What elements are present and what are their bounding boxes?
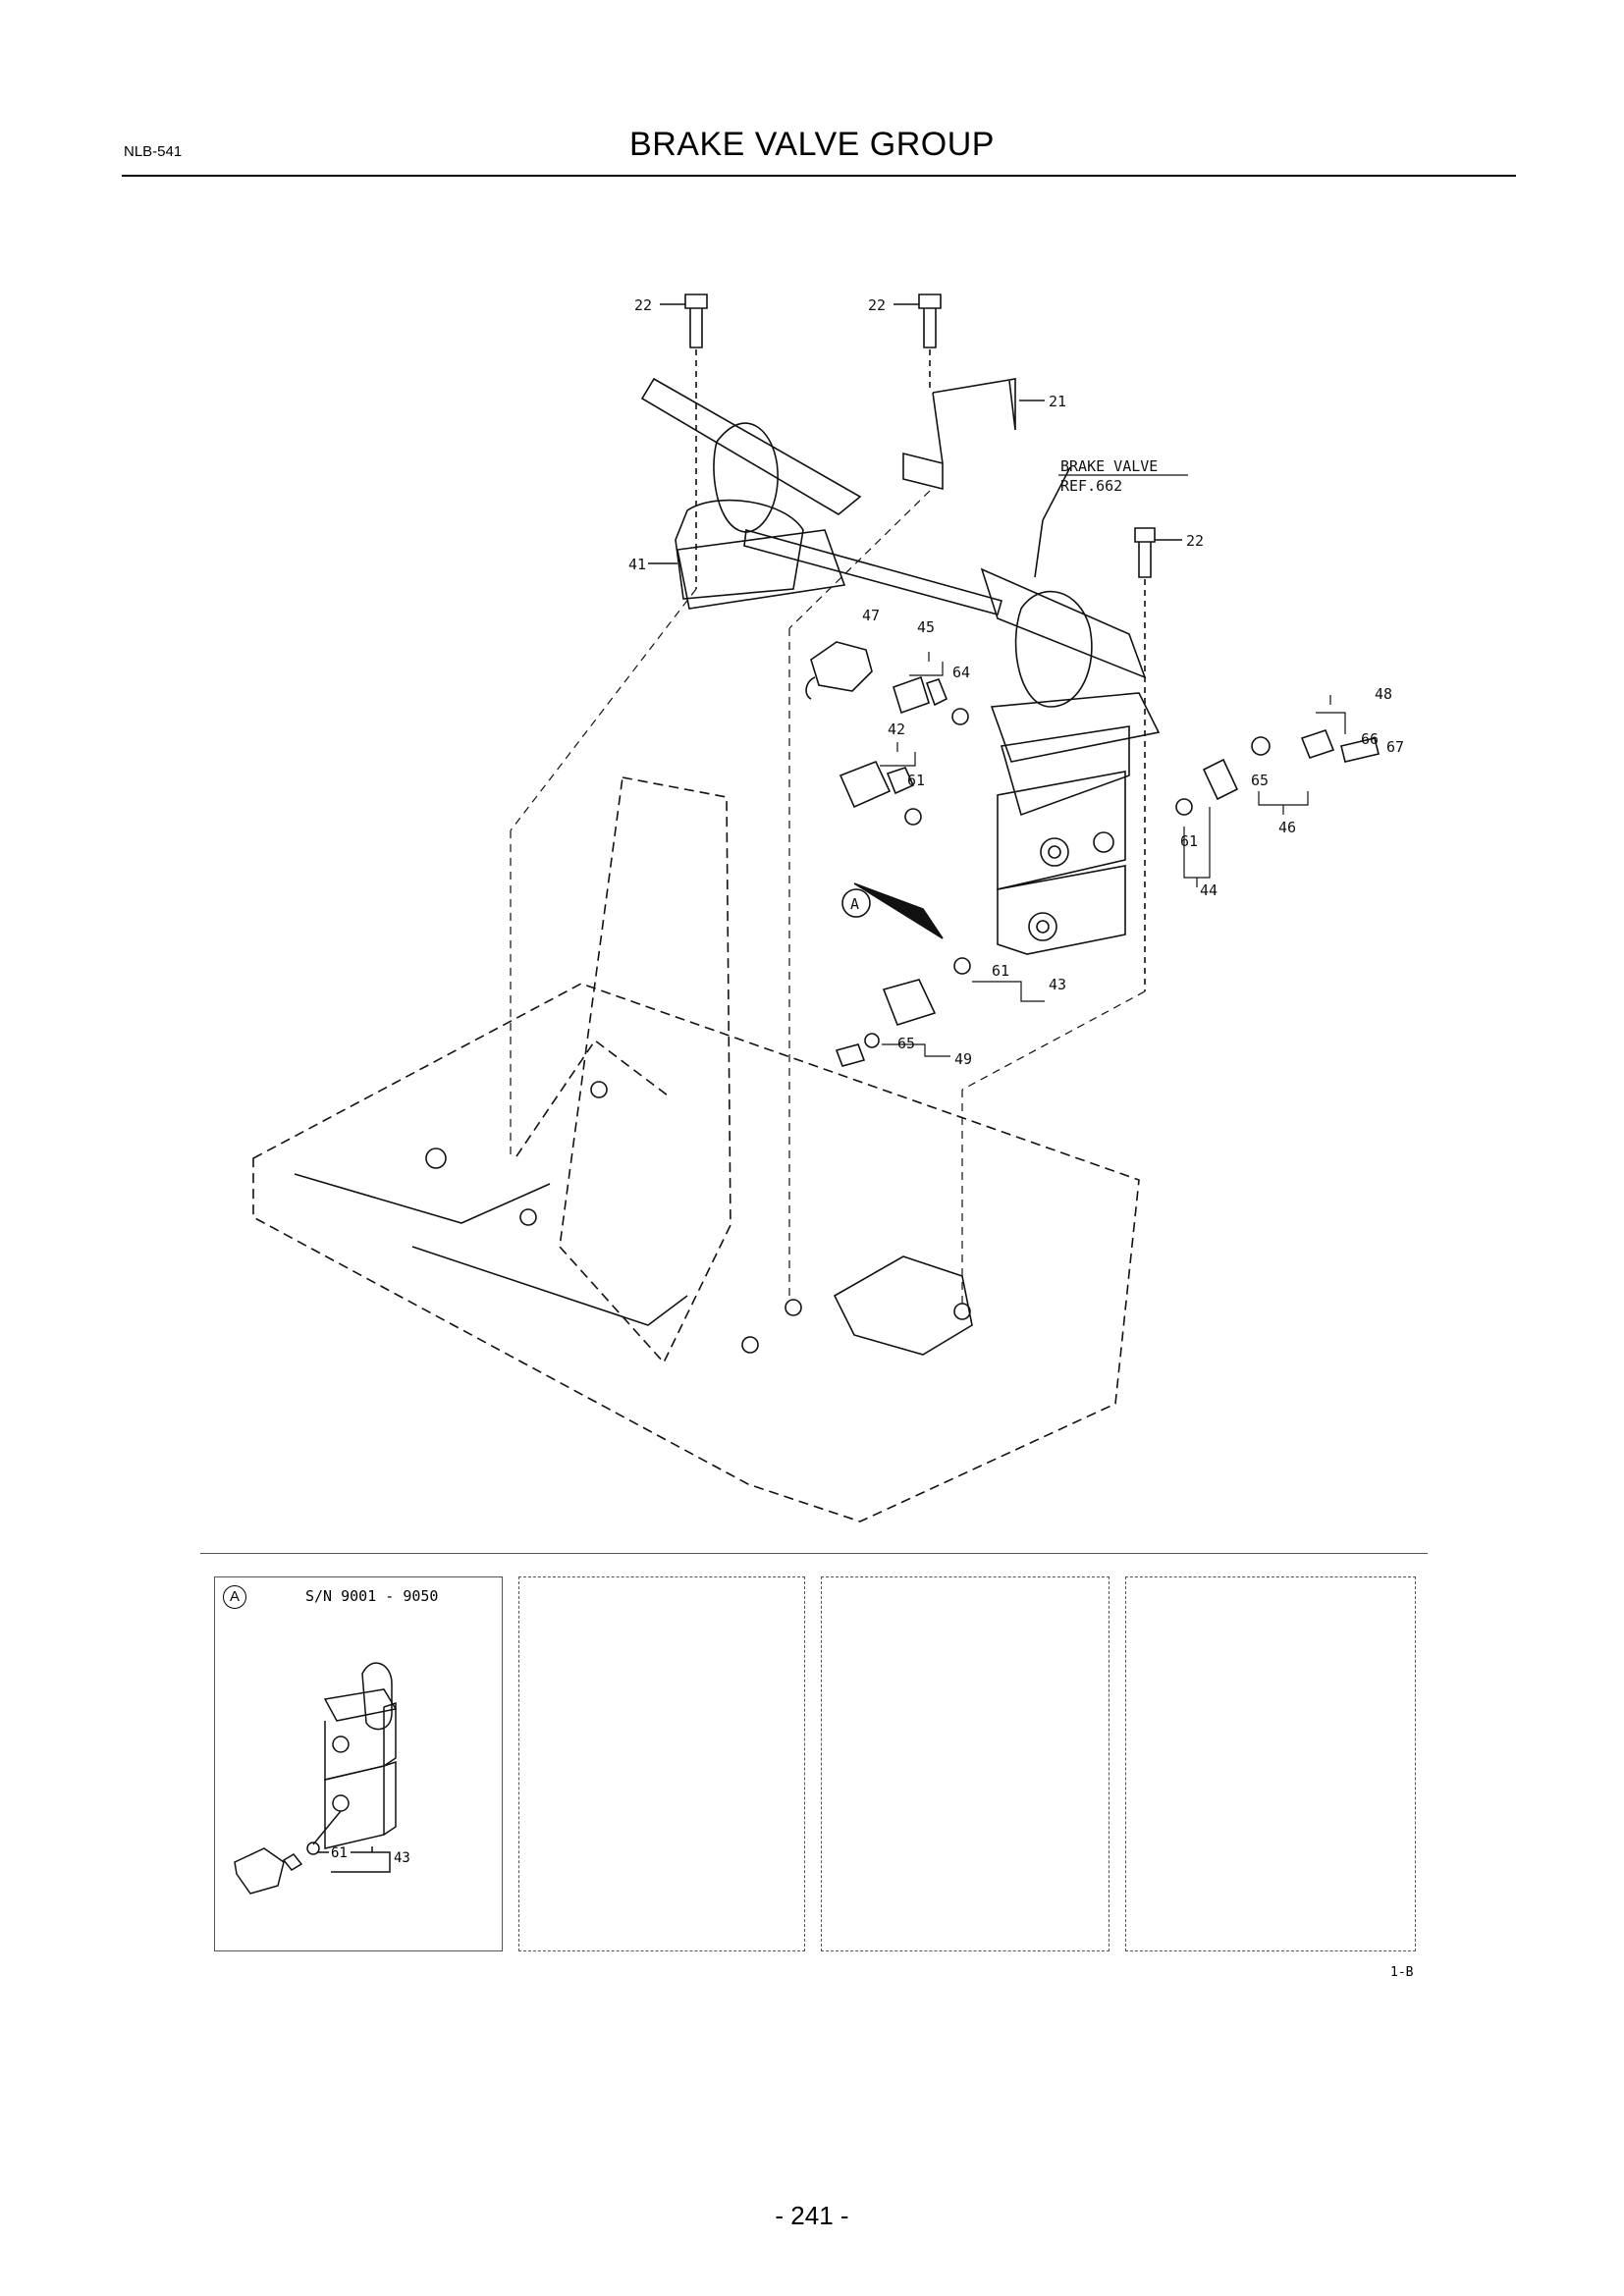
callout-42: 42 (888, 721, 905, 738)
elbow-43 (882, 979, 937, 1026)
bolt-22-left (660, 294, 708, 589)
callout-49: 49 (954, 1050, 972, 1068)
empty-inset-4 (1125, 1576, 1416, 1951)
inset-a-callout-61: 61 (331, 1845, 348, 1861)
callout-brake-valve: BRAKE VALVE (1060, 457, 1158, 475)
callout-22-mid: 22 (868, 296, 886, 314)
empty-inset-2 (518, 1576, 805, 1951)
callout-67: 67 (1386, 738, 1404, 756)
callout-46: 46 (1278, 819, 1296, 836)
plug-49 (835, 1043, 866, 1067)
callout-22-left: 22 (634, 296, 652, 314)
callout-22-right: 22 (1186, 532, 1204, 550)
o-ring-61-lower (953, 957, 971, 975)
empty-inset-3 (821, 1576, 1110, 1951)
fitting-67 (1340, 737, 1380, 763)
fitting-44 (1202, 758, 1239, 801)
floor-frame (252, 776, 1140, 1522)
callout-44: 44 (1200, 881, 1218, 899)
view-a-arrow (853, 882, 944, 939)
pedal-41 (640, 377, 1002, 615)
o-ring-61-upper (904, 808, 922, 826)
callout-65-lower: 65 (897, 1035, 915, 1052)
callout-48: 48 (1375, 685, 1392, 703)
page-number: - 241 - (775, 2201, 849, 2230)
bolt-22-right (1134, 527, 1182, 991)
o-ring-65-right (1251, 736, 1271, 756)
callout-43: 43 (1049, 976, 1066, 993)
fitting-42 (839, 760, 915, 809)
callout-61-lower: 61 (992, 962, 1009, 980)
callout-61-upper: 61 (907, 772, 925, 789)
o-ring-64 (951, 708, 969, 725)
fitting-45 (893, 675, 948, 715)
o-ring-61-right (1175, 798, 1193, 816)
callout-41: 41 (628, 556, 646, 573)
o-ring-65-lower (864, 1033, 880, 1048)
callout-65-right: 65 (1251, 772, 1269, 789)
bracket-21 (902, 378, 1016, 491)
floor-frame-solid (294, 1081, 973, 1356)
callout-21: 21 (1049, 393, 1066, 410)
section-separator (200, 1553, 1428, 1554)
elbow-47 (805, 641, 873, 700)
figure-reference: 1-B (1390, 1965, 1414, 1980)
inset-a-callout-43: 43 (394, 1850, 410, 1866)
callout-47: 47 (862, 607, 880, 624)
inset-a-mark: A (223, 1585, 246, 1609)
header-rule (122, 175, 1516, 177)
bolt-22-mid (893, 294, 942, 393)
inset-a-drawing: 61 43 (234, 1662, 410, 1895)
callout-64: 64 (952, 664, 970, 681)
callout-66: 66 (1361, 730, 1379, 748)
inset-view-a: A S/N 9001 - 9050 61 43 (214, 1576, 503, 1951)
brake-valve-assembly (980, 466, 1161, 955)
callout-brake-valve-ref: REF.662 (1060, 477, 1122, 495)
callout-45: 45 (917, 618, 935, 636)
view-a-label: A (850, 895, 859, 913)
document-code: NLB-541 (124, 143, 183, 160)
page-title: BRAKE VALVE GROUP (629, 126, 995, 163)
callout-61-right: 61 (1180, 832, 1198, 850)
fitting-66 (1300, 729, 1335, 759)
view-a-circle (841, 888, 871, 918)
inset-a-serial: S/N 9001 - 9050 (305, 1587, 439, 1605)
